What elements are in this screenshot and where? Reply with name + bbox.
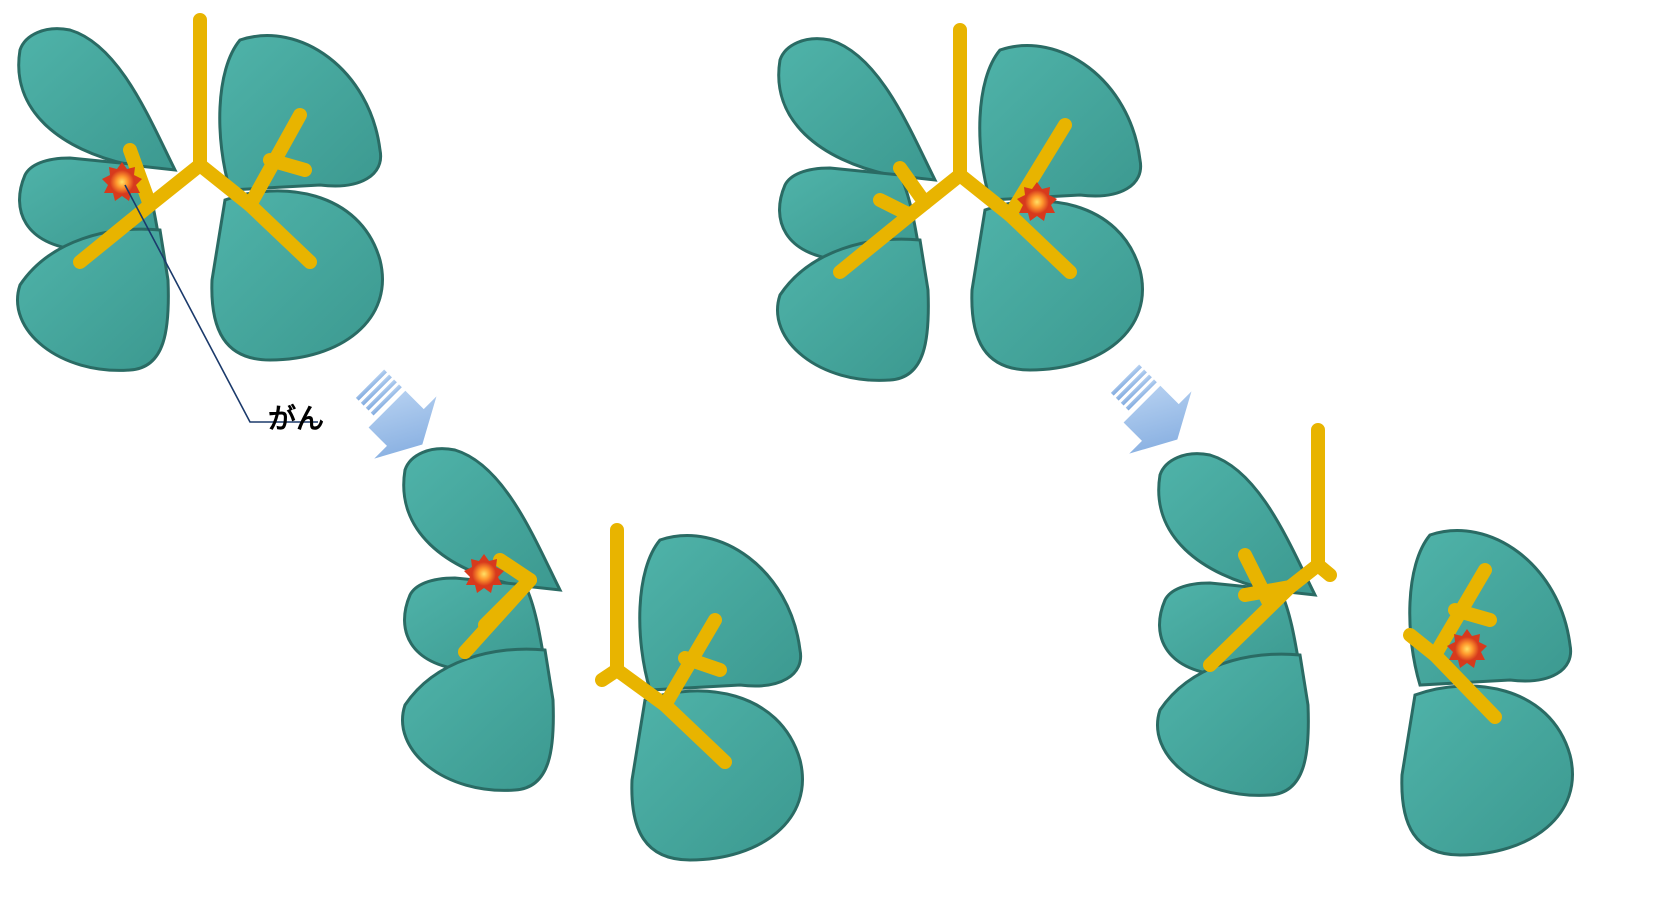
lung-icon bbox=[18, 20, 383, 370]
lung-icon bbox=[1402, 531, 1573, 855]
cancer-label: がん bbox=[268, 405, 324, 433]
lung-icon bbox=[1158, 430, 1330, 795]
lung-icon bbox=[602, 530, 802, 860]
lung-icon bbox=[403, 449, 560, 791]
lung-icon bbox=[778, 30, 1143, 380]
